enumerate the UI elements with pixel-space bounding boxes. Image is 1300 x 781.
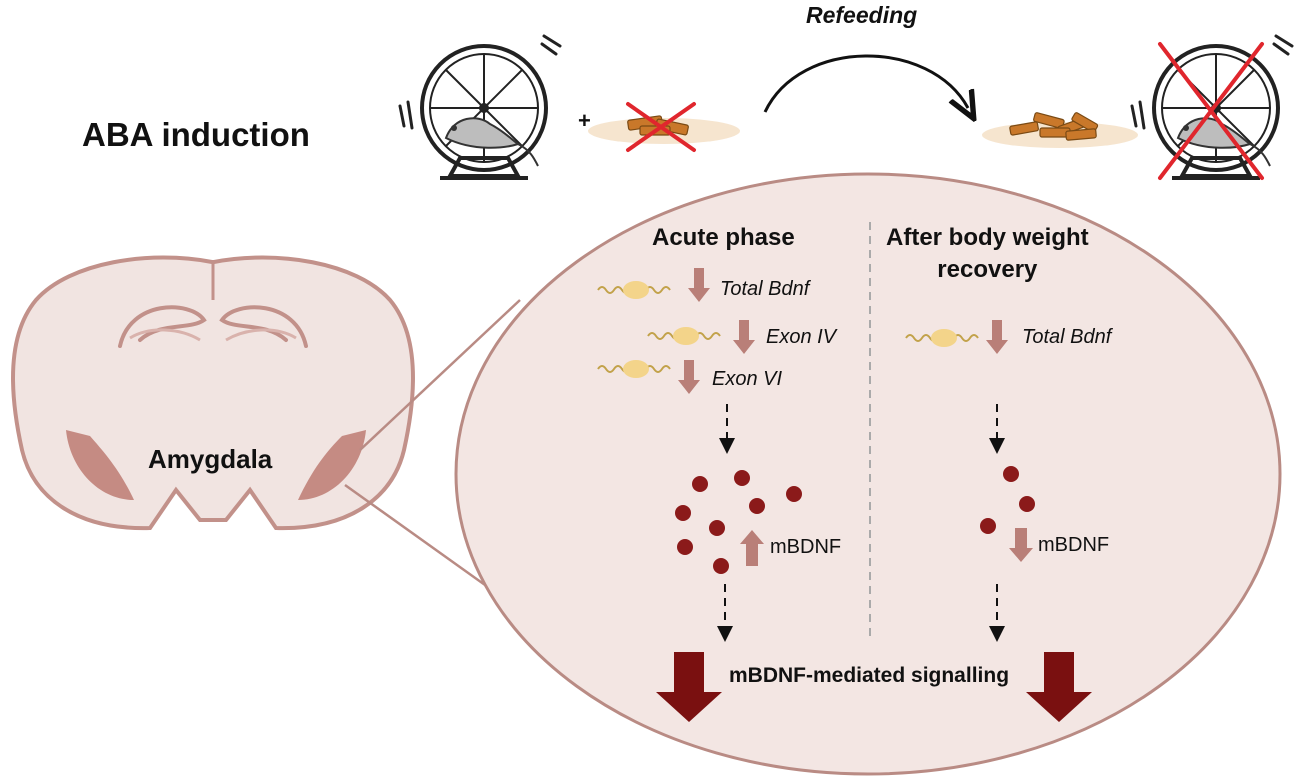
refeeding-arrow <box>763 54 968 112</box>
recovery-phase-heading: After body weight recovery <box>886 222 1089 286</box>
protein-dot <box>1019 496 1035 512</box>
protein-dot <box>709 520 725 536</box>
protein-dot <box>786 486 802 502</box>
protein-dot <box>692 476 708 492</box>
page-title: ABA induction <box>82 116 310 153</box>
zoom-line-top <box>359 299 521 451</box>
food-pellets-icon <box>982 112 1138 148</box>
down-arrow-icon <box>733 320 755 354</box>
running-wheel-icon <box>398 34 562 180</box>
amygdala-label: Amygdala <box>148 444 273 474</box>
plus-sign: + <box>578 108 591 133</box>
down-arrow-icon <box>1009 528 1033 562</box>
gene-label: Total Bdnf <box>720 278 810 300</box>
brain-slice <box>11 255 415 531</box>
gene-label: Exon VI <box>712 368 783 390</box>
down-arrow-icon <box>688 268 710 302</box>
big-down-arrow-icon <box>656 652 722 722</box>
protein-dot <box>980 518 996 534</box>
protein-label: mBDNF <box>770 536 842 558</box>
protein-dot <box>713 558 729 574</box>
up-arrow-icon <box>740 530 764 566</box>
cross-icon <box>1158 42 1264 180</box>
recovery-heading-line2: recovery <box>937 256 1038 283</box>
down-arrow-icon <box>986 320 1008 354</box>
amygdala-right <box>298 430 366 500</box>
recovery-heading-line1: After body weight <box>886 224 1089 251</box>
gene-label: Exon IV <box>766 326 837 348</box>
protein-dot <box>1003 466 1019 482</box>
protein-dot <box>677 539 693 555</box>
acute-phase-heading: Acute phase <box>652 224 795 251</box>
protein-dot <box>734 470 750 486</box>
down-arrow-icon <box>678 360 700 394</box>
detail-ellipse <box>454 172 1282 776</box>
protein-dot <box>749 498 765 514</box>
protein-label: mBDNF <box>1038 534 1110 556</box>
big-down-arrow-icon <box>1026 652 1092 722</box>
signalling-label: mBDNF-mediated signalling <box>729 664 1010 687</box>
cross-icon <box>626 102 696 152</box>
protein-dot <box>675 505 691 521</box>
gene-label: Total Bdnf <box>1022 326 1112 348</box>
refeeding-label: Refeeding <box>806 2 918 28</box>
amygdala-left <box>66 430 134 500</box>
